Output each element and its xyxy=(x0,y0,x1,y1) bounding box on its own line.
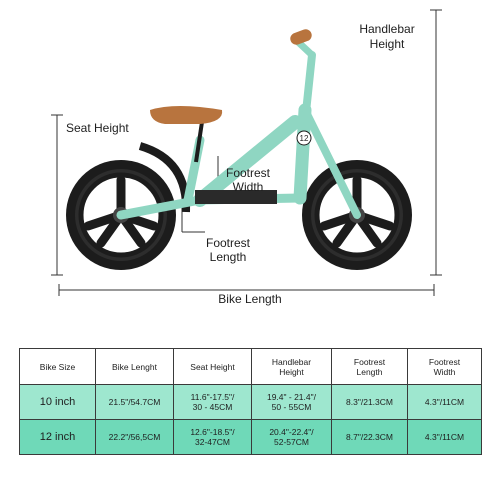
size-spec-table: Bike Size Bike Lenght Seat Height Handle… xyxy=(19,348,482,455)
bike-length-label: Bike Length xyxy=(218,292,282,306)
table-row: 10 inch 21.5"/54.7CM 11.6"-17.5"/ 30 - 4… xyxy=(19,384,482,420)
cell-seat-height: 11.6"-17.5"/ 30 - 45CM xyxy=(173,384,252,420)
dimension-lines xyxy=(51,9,442,296)
cell-handlebar-height: 19.4" - 21.4"/ 50 - 55CM xyxy=(251,384,332,420)
frame-badge-circle xyxy=(296,130,312,146)
bike-diagram: 12 xyxy=(51,9,442,296)
table-header-row: Bike Size Bike Lenght Seat Height Handle… xyxy=(19,348,482,385)
seat-post xyxy=(194,121,204,163)
cell-size: 10 inch xyxy=(19,384,96,420)
handlebar-grip xyxy=(290,29,312,45)
footrest-width-label: Footrest Width xyxy=(216,166,280,194)
footrest-length-label-line2: Length xyxy=(209,250,247,264)
frame-badge-text: 12 xyxy=(300,134,309,143)
header-footrest-length: Footrest Length xyxy=(331,348,408,385)
saddle-shape xyxy=(150,106,223,124)
cell-seat-height: 12.6"-18.5"/ 32-47CM xyxy=(173,419,252,455)
handlebar-height-label-line2: Height xyxy=(369,37,405,51)
header-bike-size: Bike Size xyxy=(19,348,96,385)
handlebar-height-label: Handlebar Height xyxy=(355,22,419,52)
header-footrest-width: Footrest Width xyxy=(407,348,482,385)
cell-bike-length: 21.5"/54.7CM xyxy=(95,384,174,420)
seat-height-label: Seat Height xyxy=(66,121,129,135)
table-row: 12 inch 22.2"/56,5CM 12.6"-18.5"/ 32-47C… xyxy=(19,419,482,455)
cell-size: 12 inch xyxy=(19,419,96,455)
handlebar-height-label-line1: Handlebar xyxy=(359,22,415,36)
footrest-width-label-line1: Footrest xyxy=(225,166,270,180)
cell-handlebar-height: 20.4"-22.4"/ 52-57CM xyxy=(251,419,332,455)
cell-footrest-length: 8.7"/22.3CM xyxy=(331,419,408,455)
footrest-width-label-line2: Width xyxy=(232,180,264,194)
cell-footrest-width: 4.3"/11CM xyxy=(407,384,482,420)
footrest xyxy=(195,190,277,204)
handlebar-stem xyxy=(302,51,316,116)
header-handlebar-height: Handlebar Height xyxy=(251,348,332,385)
cell-bike-length: 22.2"/56,5CM xyxy=(95,419,174,455)
footrest-length-label-line1: Footrest xyxy=(205,236,250,250)
footrest-length-label: Footrest Length xyxy=(196,236,260,264)
header-seat-height: Seat Height xyxy=(173,348,252,385)
cell-footrest-width: 4.3"/11CM xyxy=(407,419,482,455)
cell-footrest-length: 8.3"/21.3CM xyxy=(331,384,408,420)
header-bike-length: Bike Lenght xyxy=(95,348,174,385)
